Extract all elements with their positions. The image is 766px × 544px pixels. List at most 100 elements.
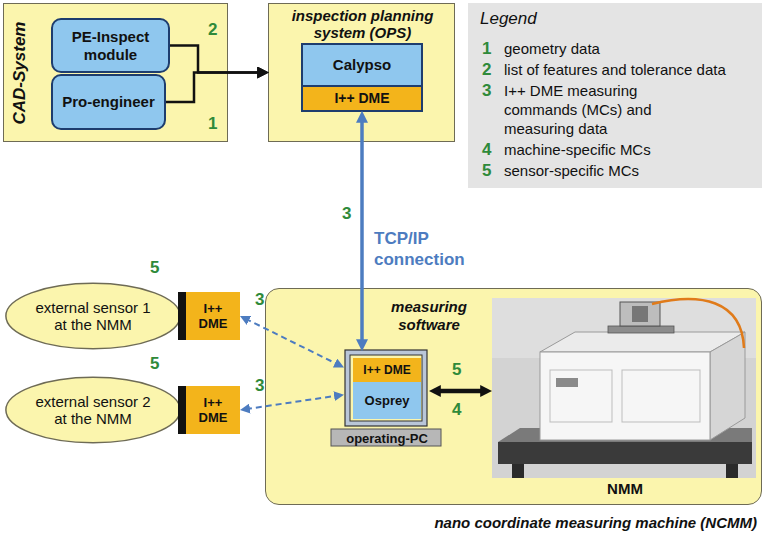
connector — [360, 118, 364, 344]
text-slot: operating-PC — [331, 429, 443, 448]
table-leg — [726, 464, 738, 478]
probe-plate — [608, 326, 674, 333]
callout-number: 5 — [150, 258, 159, 278]
node-text: nano coordinate measuring machine (NCMM) — [434, 514, 757, 532]
fibre-cable — [652, 299, 744, 348]
callout-number: 1 — [208, 114, 217, 134]
legend-text: list of features and tolerance data — [504, 60, 726, 79]
legend-number: 4 — [482, 140, 504, 159]
ops-panel: inspection planning system (OPS) CalypsoI… — [268, 3, 455, 142]
legend-number: 2 — [482, 60, 504, 79]
node-text: external sensor 2 at the NMM — [35, 393, 151, 427]
callout-number: 4 — [452, 400, 461, 420]
legend-number: 3 — [482, 81, 504, 100]
legend-row: 4machine-specific MCs — [482, 140, 754, 159]
pc-base — [331, 429, 441, 446]
interface-tab: I++ DME — [178, 386, 240, 434]
ncmm-panel: measuring softwarenano coordinate measur… — [265, 288, 762, 505]
connector — [246, 396, 338, 410]
text-slot: 4 — [452, 400, 461, 420]
text-slot: CAD-System — [8, 4, 32, 141]
text-slot: 3 — [342, 204, 351, 224]
legend-text: geometry data — [504, 39, 600, 58]
text-slot: 5 — [150, 258, 159, 278]
operating-pc: operating-PC I++ DME Osprey — [331, 351, 443, 448]
sensor-outline — [6, 377, 180, 442]
connector — [436, 389, 485, 394]
edge-label: TCP/IP connection — [374, 228, 474, 270]
legend-row: 2list of features and tolerance data — [482, 60, 754, 79]
node-text: Pro-engineer — [62, 93, 155, 111]
photo-wall — [492, 298, 756, 358]
text-slot: TCP/IP connection — [374, 228, 474, 270]
nmm-machine: NMM — [491, 297, 759, 502]
probe-body — [632, 306, 648, 322]
text-slot: measuring software — [382, 298, 476, 334]
cabinet-badge — [556, 378, 578, 387]
text-slot: inspection planning system (OPS) — [275, 7, 450, 41]
nmm-photo — [492, 298, 756, 478]
software-box: Calypso — [301, 43, 423, 87]
text-slot: 3 — [255, 290, 264, 310]
legend-text: machine-specific MCs — [504, 140, 651, 159]
table-top — [498, 428, 752, 442]
table-slab — [498, 442, 752, 464]
text-slot: NMM — [491, 480, 759, 498]
photo-backdrop — [492, 298, 756, 478]
monitor-frame — [348, 353, 425, 424]
cabinet-side — [710, 332, 745, 440]
cabinet-panel — [622, 370, 700, 422]
legend-number: 5 — [482, 161, 504, 180]
legend-heading: Legend — [480, 9, 537, 29]
legend-list: 1geometry data2list of features and tole… — [482, 39, 754, 182]
text-slot: 1 — [208, 114, 217, 134]
cad-system-panel: CAD-System PE-Inspect modulePro-engineer — [3, 3, 228, 142]
legend-text: I++ DME measuring commands (MCs) and mea… — [504, 81, 654, 138]
software-box: Osprey — [353, 382, 421, 419]
callout-number: 5 — [452, 360, 461, 380]
text-slot: 5 — [452, 360, 461, 380]
connector — [166, 73, 262, 103]
legend-number: 1 — [482, 39, 504, 58]
sensor-ellipse: external sensor 1 at the NMMI++ DME — [5, 282, 181, 350]
table-leg — [512, 464, 524, 478]
connector — [245, 319, 338, 365]
callout-number: 3 — [342, 204, 351, 224]
callout-number: 3 — [255, 290, 264, 310]
module-box: PE-Inspect module — [51, 18, 170, 73]
interface-box: I++ DME — [301, 87, 423, 112]
node-text: I++ DME — [334, 90, 389, 107]
monitor-symbol — [331, 350, 441, 446]
node-text: Calypso — [333, 56, 391, 74]
text-slot: 5 — [150, 354, 159, 374]
legend-row: 1geometry data — [482, 39, 754, 58]
module-box: Pro-engineer — [51, 74, 166, 130]
legend-row: 5sensor-specific MCs — [482, 161, 754, 180]
callout-number: 2 — [208, 20, 217, 40]
node-text: CAD-System — [10, 21, 30, 124]
text-slot: Legend — [480, 9, 537, 29]
sensor-outline — [6, 283, 180, 348]
sensor-ellipse: external sensor 2 at the NMMI++ DME — [5, 376, 181, 444]
cabinet-top — [540, 332, 745, 352]
callout-number: 5 — [150, 354, 159, 374]
probe-head — [620, 302, 660, 326]
monitor-screen-edge — [350, 355, 422, 421]
node-text: I++ DME — [363, 363, 410, 377]
node-text: external sensor 1 at the NMM — [35, 299, 151, 333]
node-text: inspection planning system (OPS) — [275, 7, 450, 41]
text-slot: nano coordinate measuring machine (NCMM) — [434, 514, 757, 532]
interface-tab: I++ DME — [178, 292, 240, 340]
text-slot: 2 — [208, 20, 217, 40]
node-text: I++ DME — [188, 301, 238, 331]
interface-box: I++ DME — [353, 358, 421, 382]
node-text: NMM — [491, 480, 759, 498]
legend-row: 3I++ DME measuring commands (MCs) and me… — [482, 81, 754, 138]
node-text: Osprey — [365, 393, 410, 408]
node-text: measuring software — [382, 298, 476, 334]
monitor-outline — [345, 350, 427, 426]
node-text: operating-PC — [346, 431, 428, 446]
legend-text: sensor-specific MCs — [504, 161, 639, 180]
